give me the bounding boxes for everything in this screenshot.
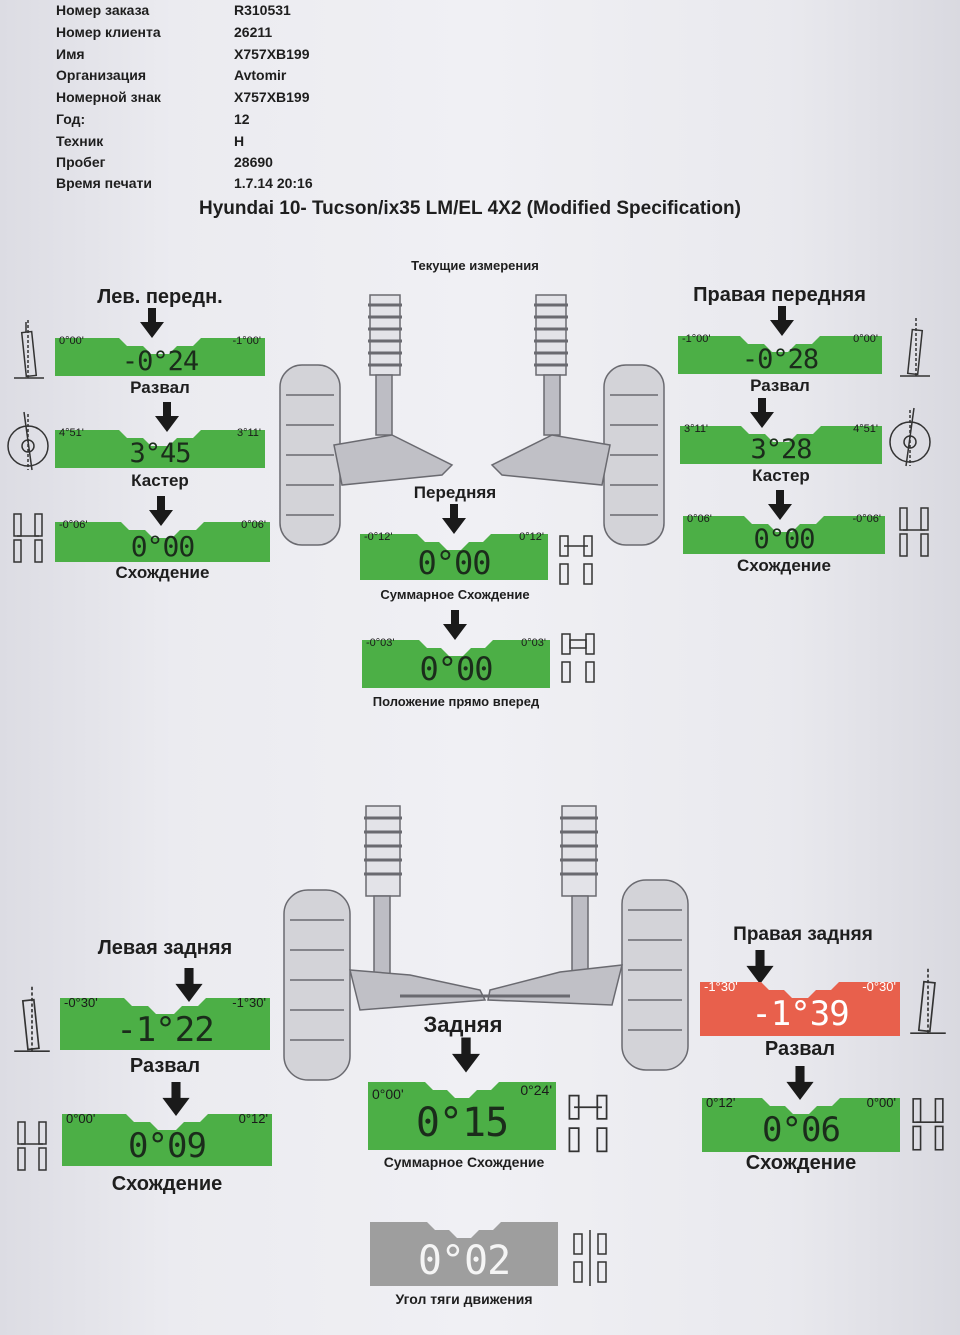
steering-wheel-icon	[561, 633, 595, 683]
thrust-angle-icon	[573, 1230, 607, 1286]
front-right-caster-gauge: 3°11' 4°51' 3°28	[680, 422, 882, 465]
rear-right-title: Правая задняя	[733, 924, 873, 945]
straight-ahead-label: Положение прямо вперед	[372, 694, 540, 709]
rear-total-toe-label: Суммарное Схождение	[383, 1154, 545, 1170]
down-arrow-icon	[149, 496, 173, 526]
rear-left-toe-label: Схождение	[111, 1173, 223, 1195]
down-arrow-icon	[768, 490, 792, 520]
down-arrow-icon	[786, 1066, 814, 1100]
rear-suspension-illustration	[283, 805, 689, 1081]
front-total-toe-gauge: -0°12' 0°12' 0°00	[360, 530, 548, 582]
front-right-camber-gauge: -1°00' 0°00' -0°28	[678, 332, 882, 375]
front-left-toe-gauge: -0°06' 0°06' 0°00	[55, 518, 270, 563]
front-right-toe-label: Схождение	[737, 556, 831, 575]
down-arrow-icon	[155, 402, 179, 432]
toe-wheel-icon	[13, 513, 43, 563]
down-arrow-icon	[140, 308, 164, 338]
rear-left-toe-gauge: 0°00' 0°12' 0°09	[62, 1110, 272, 1166]
straight-ahead-gauge: -0°03' 0°03' 0°00	[362, 636, 550, 688]
rear-total-toe-gauge: 0°00' 0°24' 0°15	[368, 1074, 556, 1150]
down-arrow-icon	[770, 306, 794, 336]
front-right-toe-gauge: 0°06' -0°06' 0°00	[683, 512, 885, 555]
toe-wheel-icon	[899, 507, 929, 557]
front-left-toe-label: Схождение	[115, 563, 210, 582]
current-measurements-label: Текущие измерения	[411, 258, 539, 273]
down-arrow-icon	[746, 950, 774, 984]
rear-right-toe-label: Схождение	[745, 1152, 857, 1174]
rear-right-camber-label: Развал	[764, 1038, 836, 1060]
down-arrow-icon	[162, 1082, 190, 1116]
down-arrow-icon	[175, 968, 203, 1002]
down-arrow-icon	[442, 504, 466, 534]
caster-wheel-icon	[7, 411, 49, 471]
front-right-camber-label: Развал	[750, 376, 810, 395]
rear-left-title: Левая задняя	[97, 937, 233, 959]
down-arrow-icon	[443, 610, 467, 640]
toe-wheel-icon	[17, 1121, 47, 1171]
camber-wheel-icon	[14, 986, 50, 1053]
front-left-caster-gauge: 4°51' 3°11' 3°45	[55, 426, 265, 469]
total-toe-icon	[559, 535, 593, 585]
down-arrow-icon	[452, 1037, 480, 1073]
thrust-angle-label: Угол тяги движения	[395, 1291, 533, 1307]
front-left-camber-label: Развал	[130, 378, 190, 397]
front-total-toe-label: Суммарное Схождение	[380, 587, 530, 602]
camber-wheel-icon	[910, 968, 946, 1035]
down-arrow-icon	[750, 398, 774, 428]
front-right-title: Правая передняя	[693, 284, 866, 306]
front-left-title: Лев. передн.	[97, 286, 223, 308]
front-section-label: Передняя	[413, 483, 497, 502]
vehicle-model-title: Hyundai 10- Tucson/ix35 LM/EL 4X2 (Modif…	[199, 198, 741, 219]
rear-right-toe-gauge: 0°12' 0°00' 0°06	[702, 1094, 900, 1152]
caster-wheel-icon	[889, 407, 931, 467]
rear-section-label: Задняя	[423, 1012, 503, 1037]
toe-wheel-icon	[912, 1098, 944, 1151]
front-left-caster-label: Кастер	[131, 471, 189, 490]
thrust-angle-gauge: 0°02	[370, 1214, 558, 1286]
front-right-caster-label: Кастер	[752, 466, 810, 485]
front-left-camber-gauge: 0°00' -1°00' -0°24	[55, 334, 265, 377]
camber-wheel-icon	[900, 318, 930, 377]
rear-left-camber-label: Развал	[129, 1055, 201, 1077]
total-toe-icon	[568, 1094, 608, 1153]
front-suspension-illustration	[279, 294, 665, 546]
rear-right-camber-gauge: -1°30' -0°30' -1°39	[700, 978, 900, 1036]
rear-left-camber-gauge: -0°30' -1°30' -1°22	[60, 994, 270, 1050]
camber-wheel-icon	[14, 320, 44, 379]
